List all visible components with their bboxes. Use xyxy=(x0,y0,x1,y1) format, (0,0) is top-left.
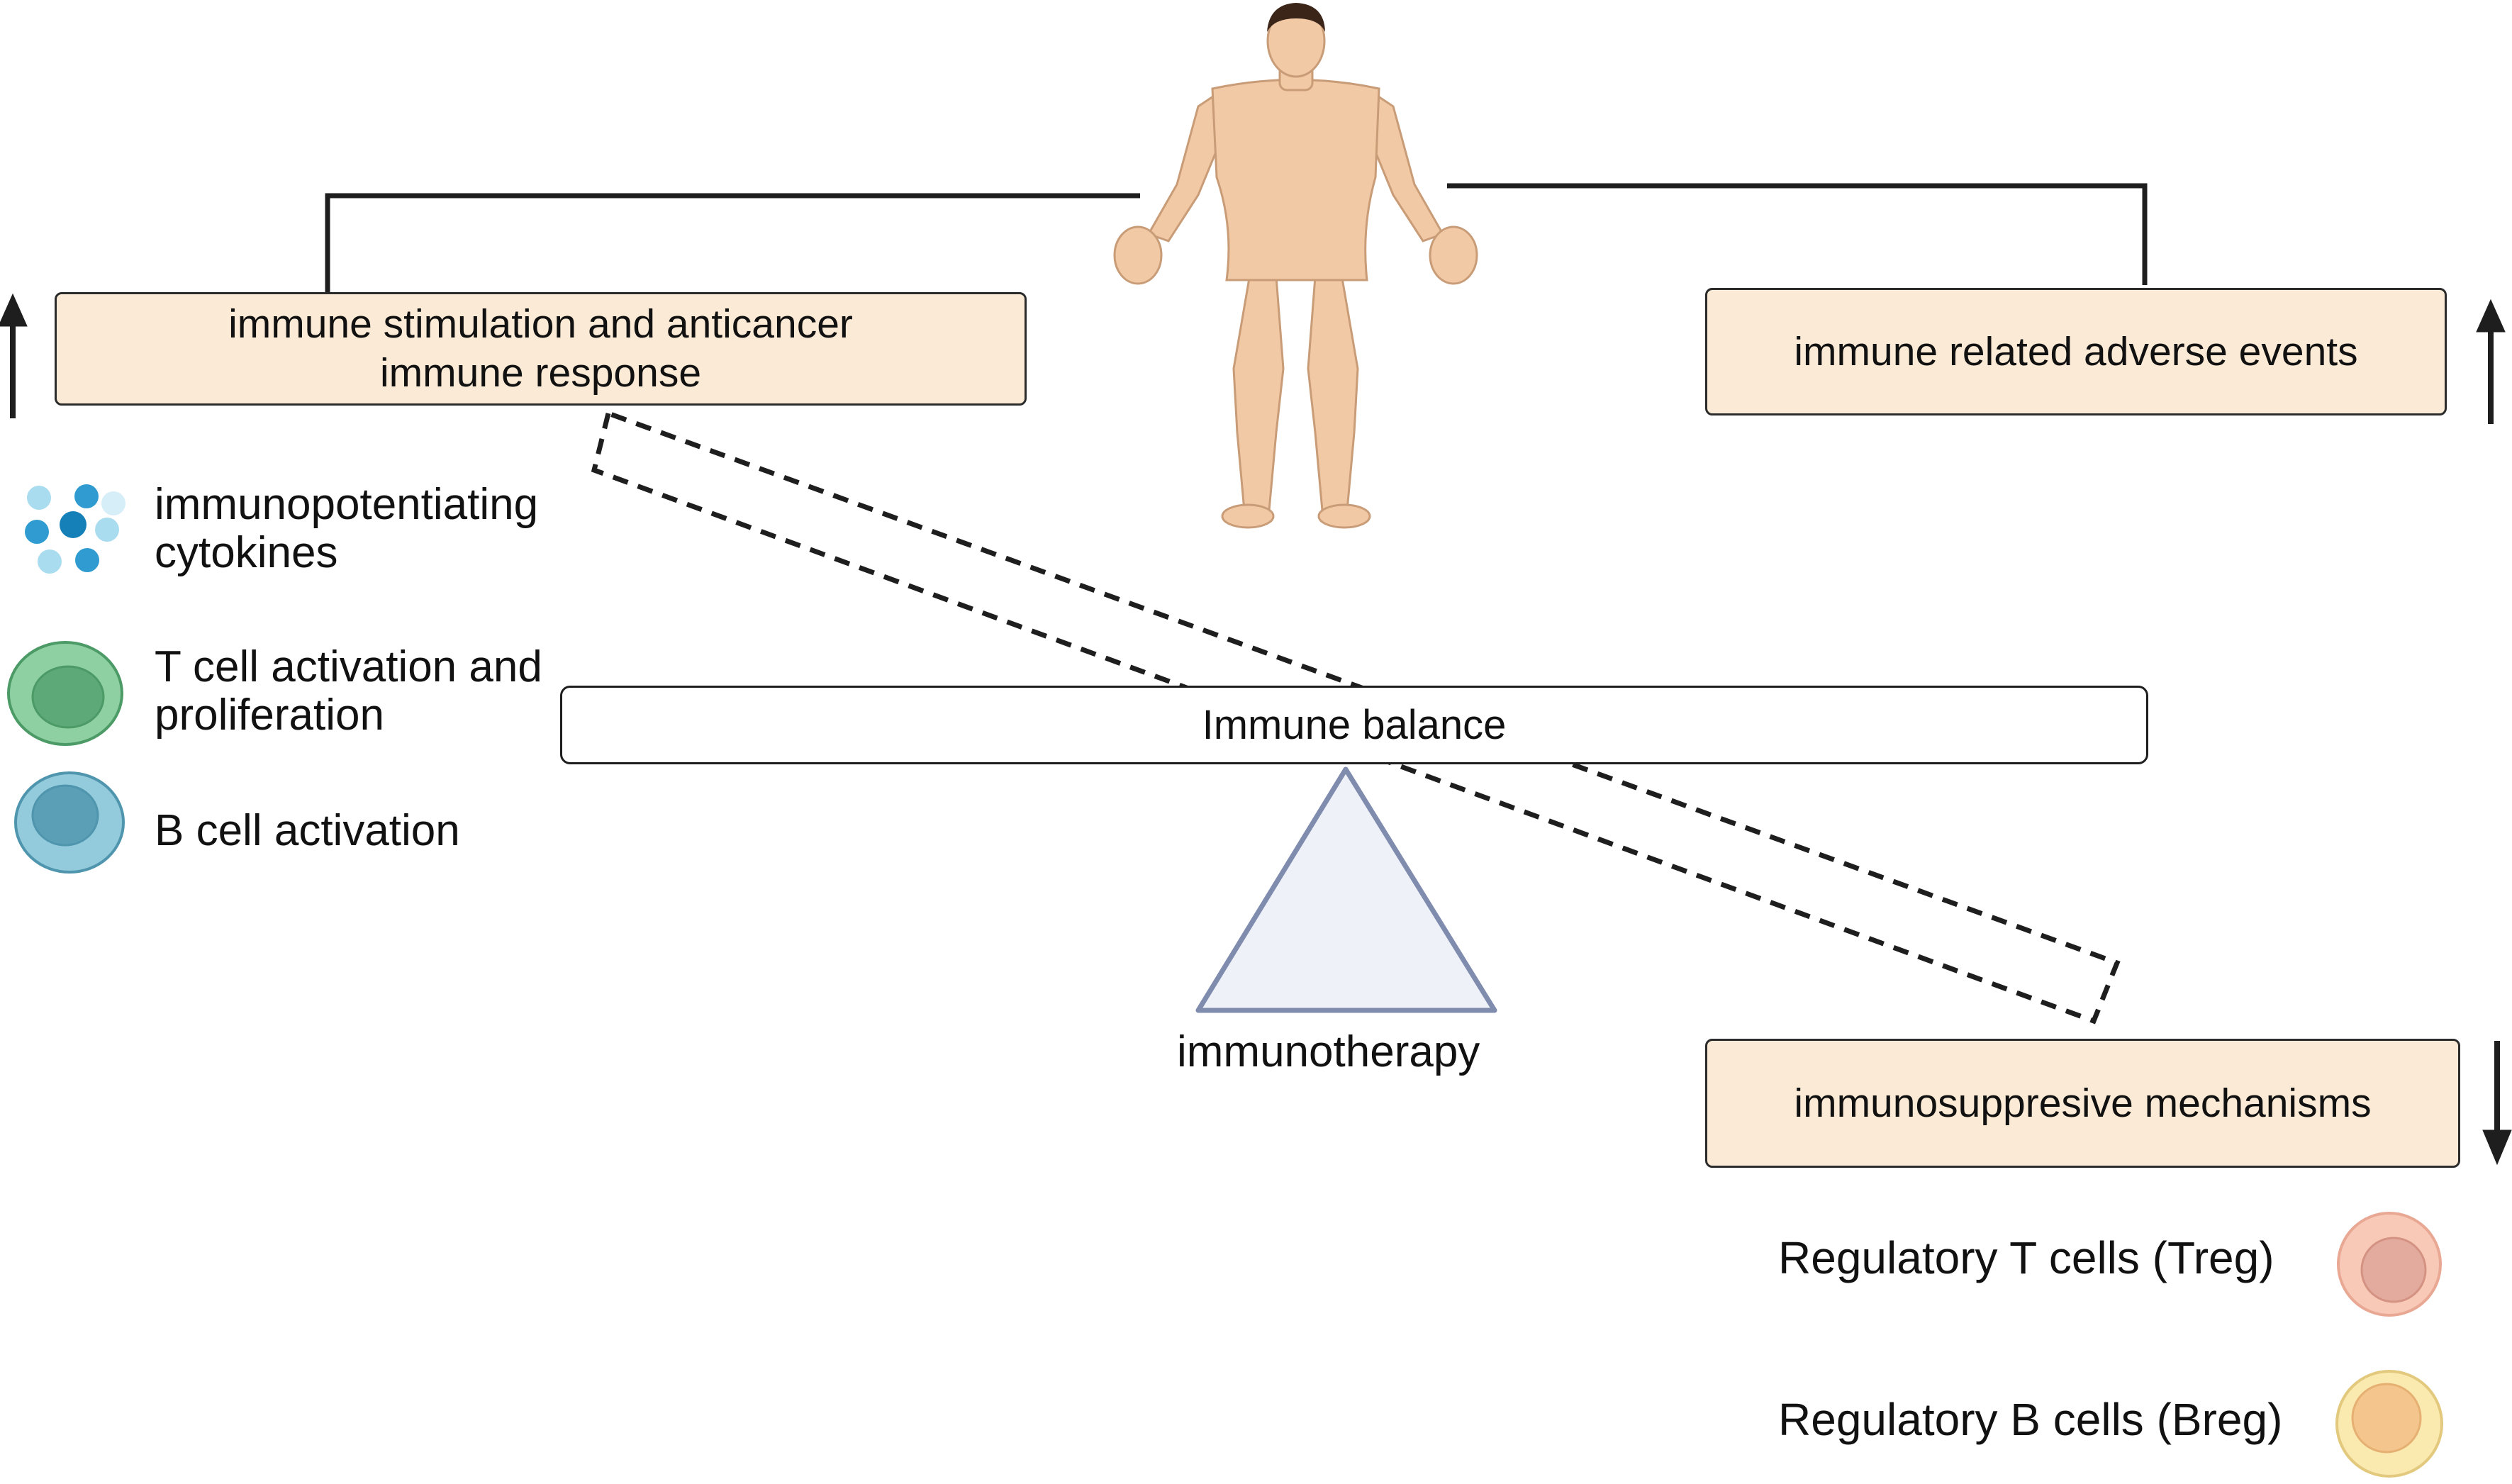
suppressor-breg: Regulatory B cells (Breg) xyxy=(1778,1394,2283,1445)
stimulator-cytokines-line1: immunopotentiating xyxy=(155,480,539,529)
stimulator-cytokines: immunopotentiating cytokines xyxy=(155,481,538,577)
top-left-box-line2: immune response xyxy=(379,350,702,396)
suppressor-treg: Regulatory T cells (Treg) xyxy=(1778,1232,2274,1283)
breg-cell-icon xyxy=(2335,1370,2443,1478)
human-figure-icon xyxy=(1113,4,1478,529)
t-cell-icon xyxy=(7,641,123,746)
fulcrum-label: immunotherapy xyxy=(1177,1027,1480,1076)
bottom-right-box: immunosuppresive mechanisms xyxy=(1705,1039,2460,1168)
fulcrum-triangle xyxy=(1195,766,1497,1013)
up-arrow-left-icon xyxy=(0,293,28,418)
right-connector-line xyxy=(1447,183,2148,285)
stimulator-t-cell-line2: proliferation xyxy=(155,691,384,740)
treg-cell-icon xyxy=(2337,1212,2442,1317)
top-left-box: immune stimulation and anticancer immune… xyxy=(55,292,1027,406)
up-arrow-right-icon xyxy=(2476,299,2506,424)
tilted-beam-outline xyxy=(591,410,2121,1025)
top-right-box-label: immune related adverse events xyxy=(1794,328,2358,374)
hair-icon xyxy=(1267,3,1325,32)
down-arrow-right-icon xyxy=(2482,1041,2512,1166)
top-right-box: immune related adverse events xyxy=(1705,288,2447,415)
balance-label: Immune balance xyxy=(1202,702,1507,748)
cytokine-cluster-icon xyxy=(25,484,125,574)
stimulator-cytokines-line2: cytokines xyxy=(155,528,338,577)
b-cell-icon xyxy=(14,771,125,874)
stimulator-b-cell-line1: B cell activation xyxy=(155,806,460,855)
bottom-right-box-label: immunosuppresive mechanisms xyxy=(1794,1080,2372,1126)
stimulator-t-cell: T cell activation and proliferation xyxy=(155,643,542,740)
stimulator-b-cell: B cell activation xyxy=(155,807,460,855)
left-connector-line xyxy=(325,193,1140,292)
top-left-box-line1: immune stimulation and anticancer xyxy=(228,301,853,347)
balance-beam: Immune balance xyxy=(560,686,2148,764)
stimulator-t-cell-line1: T cell activation and xyxy=(155,642,542,691)
